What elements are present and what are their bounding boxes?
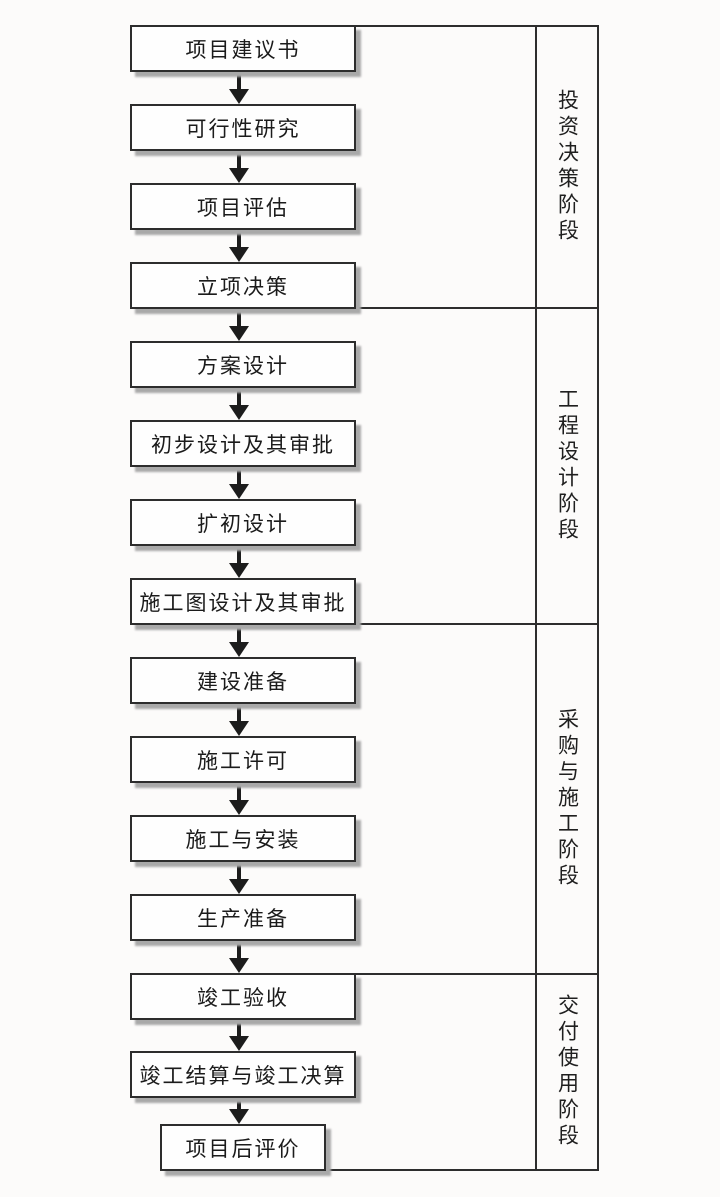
step-label: 项目后评价 [185,1136,301,1161]
step-label: 施工与安装 [185,827,301,852]
arrow-down-icon [229,467,249,499]
phase-label: 采购与施工阶段 [555,708,580,890]
phase-divider-line-2 [354,623,535,625]
step-completion-acceptance: 竣工验收 [130,973,356,1020]
phase-divider-line-1 [354,307,535,309]
step-label: 施工图设计及其审批 [139,590,347,615]
phase-column: 投资决策阶段 工程设计阶段 采购与施工阶段 交付使用阶段 [535,25,599,1171]
step-label: 立项决策 [197,274,289,299]
phase-cell-engineering-design: 工程设计阶段 [537,309,597,625]
step-project-evaluation: 项目评估 [130,183,356,230]
step-label: 建设准备 [197,669,289,694]
phase-cell-procurement-and-construction: 采购与施工阶段 [537,625,597,975]
arrow-down-icon [229,230,249,262]
step-production-preparation: 生产准备 [130,894,356,941]
step-label: 可行性研究 [185,116,301,141]
arrow-down-icon [229,72,249,104]
step-completion-settlement-and-final-accounts: 竣工结算与竣工决算 [130,1051,356,1098]
step-scheme-design: 方案设计 [130,341,356,388]
phase-cell-handover-for-use: 交付使用阶段 [537,975,597,1169]
connector-line-bottom [324,1169,535,1171]
arrow-down-icon [229,151,249,183]
step-extended-preliminary-design: 扩初设计 [130,499,356,546]
arrow-down-icon [229,625,249,657]
step-label: 项目评估 [197,195,289,220]
phase-cell-investment-decision: 投资决策阶段 [537,27,597,309]
step-label: 生产准备 [197,906,289,931]
phase-label: 投资决策阶段 [555,89,580,245]
arrow-down-icon [229,783,249,815]
arrow-down-icon [229,1098,249,1124]
arrow-down-icon [229,941,249,973]
step-label: 施工许可 [197,748,289,773]
step-label: 竣工结算与竣工决算 [139,1063,347,1088]
step-label: 项目建议书 [185,37,301,62]
step-label: 竣工验收 [197,985,289,1010]
arrow-down-icon [229,862,249,894]
step-label: 初步设计及其审批 [151,432,335,457]
step-label: 方案设计 [197,353,289,378]
phase-label: 工程设计阶段 [555,388,580,544]
arrow-down-icon [229,546,249,578]
step-preliminary-design-and-approval: 初步设计及其审批 [130,420,356,467]
step-construction-permit: 施工许可 [130,736,356,783]
step-construction-drawing-design-and-approval: 施工图设计及其审批 [130,578,356,625]
step-project-approval-decision: 立项决策 [130,262,356,309]
step-project-proposal: 项目建议书 [130,25,356,72]
arrow-down-icon [229,704,249,736]
step-label: 扩初设计 [197,511,289,536]
step-construction-preparation: 建设准备 [130,657,356,704]
phase-label: 交付使用阶段 [555,994,580,1150]
step-feasibility-study: 可行性研究 [130,104,356,151]
arrow-down-icon [229,309,249,341]
step-construction-and-installation: 施工与安装 [130,815,356,862]
phase-divider-line-3 [354,973,535,975]
step-post-project-evaluation: 项目后评价 [160,1124,326,1171]
arrow-down-icon [229,1020,249,1051]
arrow-down-icon [229,388,249,420]
connector-line-top [354,25,535,27]
